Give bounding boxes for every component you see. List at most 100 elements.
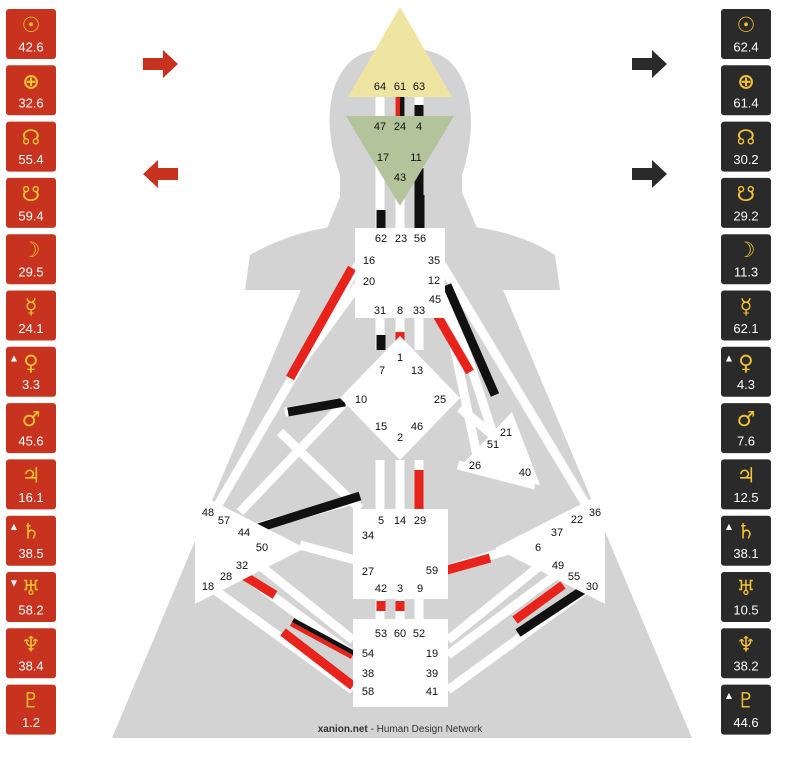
gate-29: 29: [414, 515, 426, 527]
throat-center: [355, 228, 445, 318]
gate-23: 23: [395, 233, 407, 245]
design-mars: ♂45.6: [6, 403, 56, 454]
design-south-node: ☋59.4: [6, 177, 56, 228]
gate-50: 50: [256, 542, 268, 554]
channel-track: [236, 398, 349, 516]
gate-28: 28: [220, 571, 232, 583]
gate-activation-10: [287, 397, 346, 417]
personality-cell-bg: [721, 9, 771, 59]
design-value: 32.6: [18, 96, 43, 111]
venus-icon: ♀: [23, 351, 38, 375]
design-cell-bg: [6, 403, 56, 454]
gate-46: 46: [411, 421, 423, 433]
design-jupiter: ♃16.1: [6, 459, 56, 510]
gate-58: 58: [362, 686, 374, 698]
gate-51: 51: [487, 439, 499, 451]
channel-track: [298, 540, 357, 565]
gate-53: 53: [375, 628, 387, 640]
design-cell-bg: [6, 684, 56, 735]
moon-icon: ☽: [22, 238, 41, 262]
gate-36: 36: [589, 507, 601, 519]
jupiter-icon: ♃: [22, 463, 41, 487]
personality-value: 61.4: [733, 96, 758, 111]
personality-neptune: ♆ 38.2: [721, 628, 771, 679]
design-value: 38.5: [18, 546, 43, 561]
exalted-marker-icon: ▲: [726, 353, 733, 362]
personality-pluto: ♇44.6▲: [721, 684, 771, 735]
mars-icon: ♂: [737, 407, 756, 431]
gate-52: 52: [413, 628, 425, 640]
gate-55: 55: [568, 571, 580, 583]
spleen-center: [195, 492, 305, 604]
saturn-icon: ♄: [737, 520, 756, 544]
pluto-icon: ♇: [737, 689, 756, 713]
design-value: 24.1: [18, 321, 43, 336]
gate-3: 3: [397, 583, 403, 595]
gate-26: 26: [469, 460, 481, 472]
gate-activation-54-design: [289, 621, 354, 659]
gate-59: 59: [426, 565, 438, 577]
gate-27: 27: [362, 566, 374, 578]
gate-44: 44: [238, 527, 250, 539]
sun-icon: ☉: [737, 13, 756, 37]
design-uranus: ♅58.2▼: [6, 572, 56, 622]
neptune-icon: ♆: [737, 632, 756, 656]
personality-value: 10.5: [733, 602, 758, 617]
variable-arrows: [143, 50, 667, 188]
gate-64: 64: [374, 81, 386, 93]
gate-37: 37: [551, 527, 563, 539]
pluto-icon: ♇: [22, 689, 41, 713]
gate-63: 63: [413, 81, 425, 93]
design-value: 1.2: [22, 715, 40, 730]
personality-value: 44.6: [733, 715, 758, 730]
design-sun: ☉ 42.6: [6, 9, 56, 59]
design-moon: ☽29.5: [6, 234, 56, 285]
gate-8: 8: [397, 305, 403, 317]
gate-13: 13: [411, 365, 423, 377]
sun-icon: ☉: [22, 13, 41, 37]
personality-cell-bg: [721, 121, 771, 172]
gate-6: 6: [535, 542, 541, 554]
solar-plexus-center: [495, 492, 605, 604]
gate-25: 25: [434, 394, 446, 406]
design-value: 42.6: [18, 39, 43, 54]
personality-jupiter: ♃12.5: [721, 459, 771, 510]
personality-value: 38.2: [733, 659, 758, 674]
gate-30: 30: [586, 581, 598, 593]
personality-value: 62.1: [733, 321, 758, 336]
ajna-center: [346, 116, 454, 206]
personality-cell-bg: [721, 628, 771, 679]
design-saturn: ♄38.5▲: [6, 515, 56, 566]
personality-bottom-arrow-icon: [632, 160, 667, 188]
design-cell-bg: [6, 628, 56, 679]
gate-7: 7: [379, 365, 385, 377]
design-mercury: ☿ 24.1: [6, 290, 56, 341]
personality-venus: ♀4.3▲: [721, 346, 771, 397]
design-earth: ⊕32.6: [6, 65, 56, 116]
personality-top-arrow-icon: [632, 50, 667, 78]
personality-sun: ☉62.4: [721, 9, 771, 59]
gate-10: 10: [355, 394, 367, 406]
personality-cell-bg: [721, 290, 771, 341]
gate-activation-20: [286, 265, 356, 381]
personality-column: ☉62.4⊕61.4☊30.2☋29.2☽11.3☿62.1♀4.3▲♂7.6♃…: [721, 9, 771, 735]
personality-cell-bg: [721, 234, 771, 285]
design-neptune: ♆38.4: [6, 628, 56, 679]
gate-22: 22: [571, 514, 583, 526]
gate-2: 2: [397, 432, 403, 444]
uranus-icon: ♅: [737, 576, 756, 600]
gate-activation-30: [515, 586, 586, 637]
gate-11: 11: [410, 152, 421, 164]
personality-value: 29.2: [733, 208, 758, 223]
gate-9: 9: [417, 583, 423, 595]
gate-activation-44: [256, 491, 362, 533]
personality-earth: ⊕61.4: [721, 65, 771, 116]
footer-text: - Human Design Network: [368, 724, 483, 735]
design-cell-bg: [6, 177, 56, 228]
channel-track: [255, 560, 356, 644]
personality-cell-bg: [721, 572, 771, 622]
gate-48: 48: [202, 507, 214, 519]
design-cell-bg: [6, 234, 56, 285]
mercury-icon: ☿: [25, 295, 38, 319]
